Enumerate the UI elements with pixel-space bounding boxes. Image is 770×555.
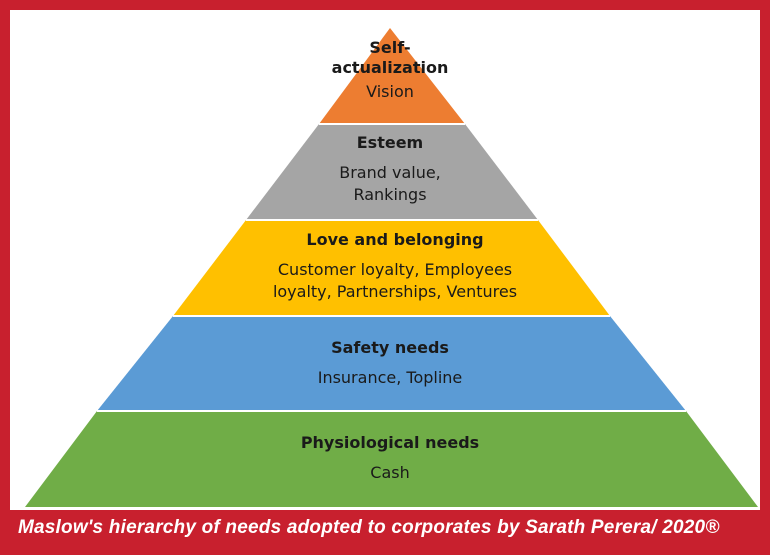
level-desc: Insurance, Topline [317,368,463,387]
level-title: Self- actualization [331,38,449,77]
caption: Maslow's hierarchy of needs adopted to c… [18,517,720,538]
level-love-belonging [173,220,610,316]
level-title: Safety needs [331,338,449,357]
label-love-belonging: Love and belonging Customer loyalty, Emp… [210,230,580,303]
level-title: Love and belonging [306,230,484,249]
label-physiological: Physiological needs Cash [240,433,540,484]
level-physiological [25,411,758,507]
level-desc: Cash [370,463,410,482]
label-safety: Safety needs Insurance, Topline [250,338,530,389]
level-desc: Brand value, Rankings [339,163,441,204]
level-desc: Customer loyalty, Employees loyalty, Par… [272,260,518,301]
level-safety [97,316,686,411]
label-self-actualization: Self- actualization Vision [290,38,490,103]
level-self-actualization [319,28,465,124]
level-desc: Vision [366,82,414,101]
label-esteem: Esteem Brand value, Rankings [270,133,510,206]
level-esteem [246,124,538,220]
level-title: Esteem [356,133,424,152]
level-title: Physiological needs [300,433,480,452]
